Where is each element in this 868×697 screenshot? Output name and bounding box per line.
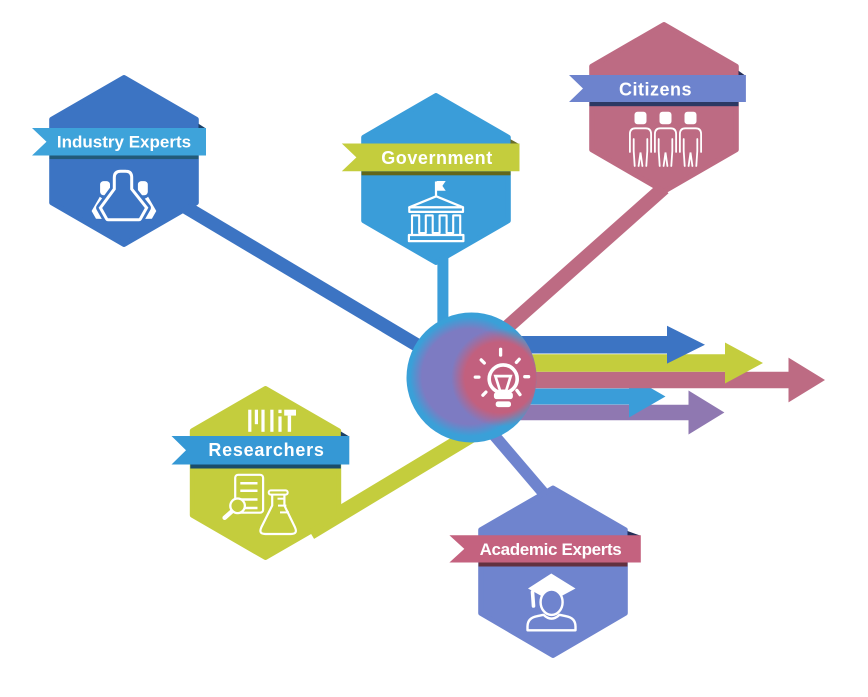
svg-text:Academic Experts: Academic Experts <box>480 540 622 559</box>
svg-text:Government: Government <box>381 148 493 168</box>
svg-text:Industry Experts: Industry Experts <box>57 133 191 152</box>
svg-text:Researchers: Researchers <box>208 440 324 460</box>
svg-text:Citizens: Citizens <box>619 79 692 99</box>
